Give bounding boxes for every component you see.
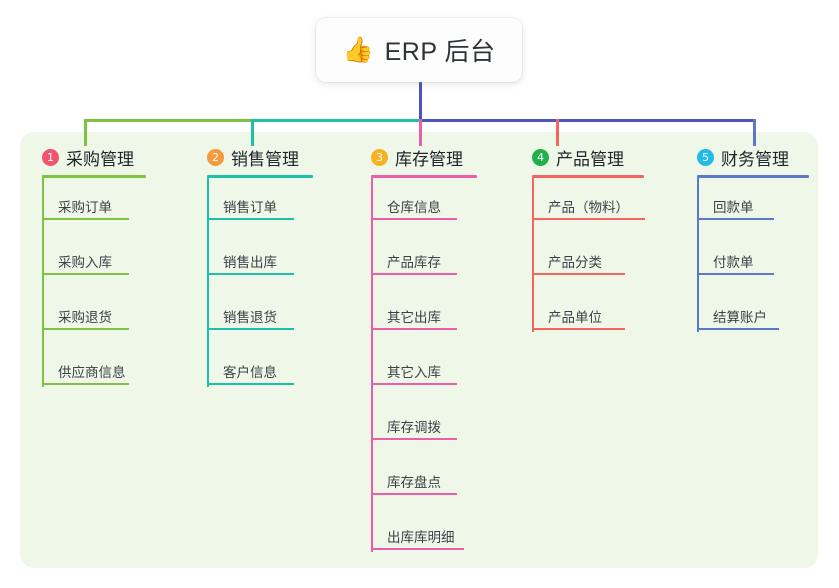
branch-column-1: 1 采购管理采购订单采购入库采购退货供应商信息	[42, 146, 146, 398]
branch-column-5: 5 财务管理回款单付款单结算账户	[697, 146, 809, 343]
branch-underline	[697, 175, 809, 178]
list-item[interactable]: 产品库存	[387, 255, 441, 270]
list-item-underline	[42, 218, 129, 220]
branch-title: 采购管理	[66, 149, 134, 169]
branch-underline	[207, 175, 313, 178]
root-node[interactable]: 👍 ERP 后台	[316, 18, 522, 82]
branch-header-4[interactable]: 4 产品管理	[532, 146, 644, 169]
list-item[interactable]: 库存盘点	[387, 475, 441, 490]
branch-column-2: 2 销售管理销售订单销售出库销售退货客户信息	[207, 146, 313, 398]
connector-drop-4	[556, 119, 559, 146]
branch-spine	[371, 178, 373, 552]
list-item[interactable]: 回款单	[713, 200, 754, 215]
branch-number-badge: 2	[207, 148, 224, 166]
list-item-underline	[207, 383, 294, 385]
branch-items: 产品（物料） 产品分类产品单位	[532, 178, 645, 343]
list-item-underline	[371, 383, 457, 385]
branch-title: 财务管理	[721, 149, 789, 169]
list-item[interactable]: 客户信息	[223, 365, 277, 380]
thumbs-up-icon: 👍	[342, 35, 374, 64]
list-item[interactable]: 库存调拨	[387, 420, 441, 435]
branch-spine	[207, 178, 209, 387]
connector-drop-1	[84, 119, 87, 146]
list-item[interactable]: 销售订单	[223, 200, 277, 215]
branches-panel	[20, 132, 818, 568]
branch-spine	[532, 178, 534, 332]
list-item-underline	[42, 383, 129, 385]
branch-column-4: 4 产品管理产品（物料） 产品分类产品单位	[532, 146, 645, 343]
branch-number-badge: 5	[697, 148, 714, 166]
connector-bus-segment-1	[84, 119, 254, 122]
list-item[interactable]: 其它入库	[387, 365, 441, 380]
list-item-underline	[371, 273, 457, 275]
branch-header-3[interactable]: 3 库存管理	[371, 146, 477, 169]
list-item[interactable]: 采购订单	[58, 200, 112, 215]
list-item-underline	[697, 218, 774, 220]
list-item-underline	[532, 218, 645, 220]
branch-title: 产品管理	[556, 149, 624, 169]
connector-drop-3	[419, 119, 422, 146]
list-item[interactable]: 结算账户	[713, 310, 767, 325]
branch-number-badge: 1	[42, 148, 59, 166]
branch-column-3: 3 库存管理仓库信息产品库存其它出库其它入库库存调拨库存盘点出库库明细	[371, 146, 477, 563]
list-item-underline	[42, 273, 129, 275]
list-item[interactable]: 产品单位	[548, 310, 602, 325]
list-item[interactable]: 销售退货	[223, 310, 277, 325]
list-item[interactable]: 采购入库	[58, 255, 112, 270]
list-item-underline	[371, 493, 457, 495]
connector-bus-segment-2	[251, 119, 422, 122]
list-item-underline	[371, 328, 457, 330]
list-item[interactable]: 其它出库	[387, 310, 441, 325]
list-item-underline	[697, 273, 774, 275]
list-item-underline	[42, 328, 129, 330]
branch-spine	[697, 178, 699, 332]
root-node-title: ERP 后台	[384, 38, 496, 66]
list-item[interactable]: 销售出库	[223, 255, 277, 270]
list-item[interactable]: 付款单	[713, 255, 754, 270]
branch-underline	[42, 175, 146, 178]
branch-underline	[532, 175, 644, 178]
list-item-underline	[371, 548, 464, 550]
connector-bus-segment-3	[419, 119, 756, 122]
branch-underline	[371, 175, 477, 178]
root-node-content: 👍 ERP 后台	[342, 32, 495, 68]
branch-number-badge: 4	[532, 148, 549, 166]
branch-items: 回款单付款单结算账户	[697, 178, 809, 343]
branch-header-2[interactable]: 2 销售管理	[207, 146, 313, 169]
connector-drop-2	[251, 119, 254, 146]
branch-header-5[interactable]: 5 财务管理	[697, 146, 809, 169]
branch-number-badge: 3	[371, 148, 388, 166]
branch-spine	[42, 178, 44, 387]
list-item-underline	[207, 273, 294, 275]
branch-title: 销售管理	[231, 149, 299, 169]
branch-items: 仓库信息产品库存其它出库其它入库库存调拨库存盘点出库库明细	[371, 178, 477, 563]
list-item-underline	[207, 328, 294, 330]
list-item[interactable]: 出库库明细	[387, 530, 455, 545]
branch-items: 销售订单销售出库销售退货客户信息	[207, 178, 313, 398]
branch-title: 库存管理	[395, 149, 463, 169]
list-item[interactable]: 产品分类	[548, 255, 602, 270]
list-item-underline	[532, 273, 625, 275]
list-item-underline	[697, 328, 779, 330]
list-item-underline	[207, 218, 294, 220]
list-item-underline	[532, 328, 625, 330]
list-item[interactable]: 仓库信息	[387, 200, 441, 215]
connector-drop-5	[753, 119, 756, 146]
list-item-underline	[371, 438, 457, 440]
list-item[interactable]: 采购退货	[58, 310, 112, 325]
list-item[interactable]: 供应商信息	[58, 365, 126, 380]
branch-items: 采购订单采购入库采购退货供应商信息	[42, 178, 146, 398]
root-stem	[419, 82, 422, 122]
list-item[interactable]: 产品（物料）	[548, 200, 629, 215]
branch-header-1[interactable]: 1 采购管理	[42, 146, 146, 169]
list-item-underline	[371, 218, 457, 220]
